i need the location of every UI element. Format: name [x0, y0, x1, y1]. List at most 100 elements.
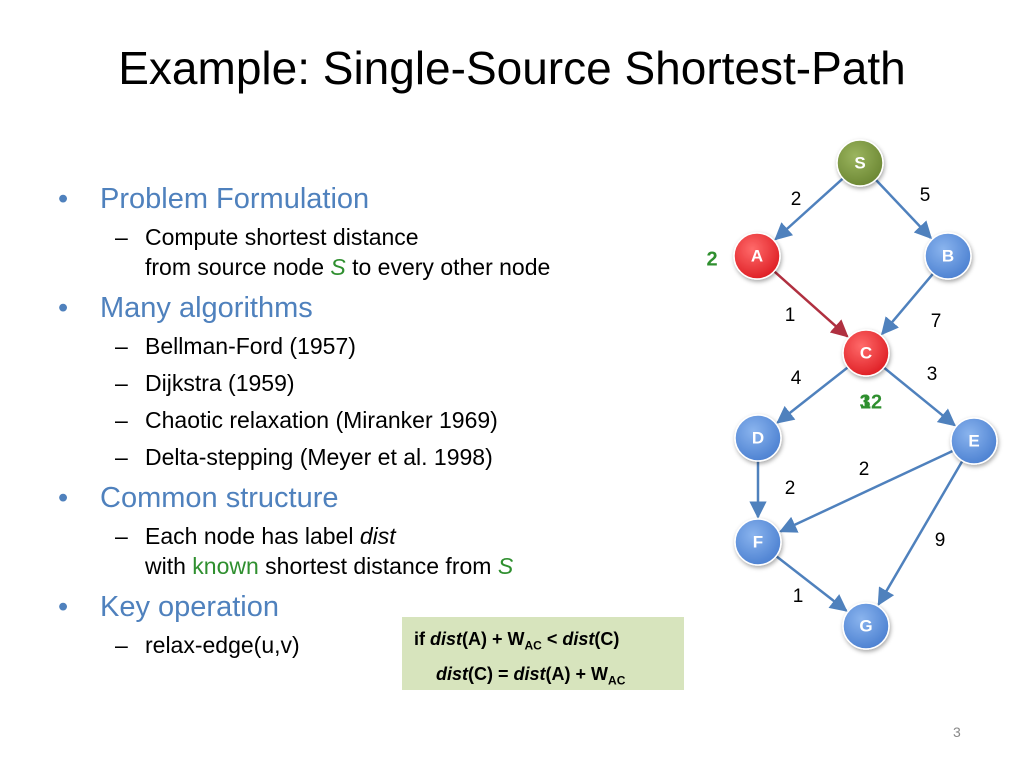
- bullet-many-algorithms: • Many algorithms: [58, 289, 678, 327]
- node-f[interactable]: F: [734, 518, 782, 566]
- sub-bullet-text: Chaotic relaxation (Miranker 1969): [145, 407, 498, 433]
- known-term: known: [192, 553, 259, 579]
- code-dist: dist: [562, 629, 595, 649]
- sub-bullet-text: Dijkstra (1959): [145, 370, 295, 396]
- edge-weight-a-c: 1: [785, 305, 796, 326]
- dist-label-a: 2: [706, 248, 717, 270]
- dist-label-c-overlap: 12: [860, 391, 882, 413]
- page-number: 3: [953, 724, 961, 740]
- bullet-text: Many algorithms: [100, 292, 313, 324]
- node-circle: [924, 232, 972, 280]
- dist-term: dist: [359, 523, 396, 549]
- code-text: (C): [594, 629, 620, 649]
- sub-bullet-text: Delta-stepping (Meyer et al. 1998): [145, 444, 493, 470]
- code-text: (C) =: [468, 663, 514, 684]
- bullet-problem-formulation: • Problem Formulation: [58, 180, 678, 218]
- node-label: F: [753, 532, 763, 551]
- sub-bullet-dash: –: [115, 370, 128, 396]
- sub-bullet-text: Bellman-Ford (1957): [145, 333, 356, 359]
- slide-title: Example: Single-Source Shortest-Path: [118, 42, 906, 94]
- relax-code-box: if dist(A) + WAC < dist(C) dist(C) = dis…: [402, 617, 684, 690]
- code-subscript: AC: [608, 673, 626, 688]
- sub-bullet-dash: –: [115, 523, 128, 549]
- edge-weight-c-e: 3: [927, 364, 938, 385]
- edge-weight-c-d: 4: [791, 368, 802, 389]
- node-g[interactable]: G: [842, 602, 890, 650]
- sub-bullet-dash: –: [115, 224, 128, 250]
- sub-bullet-text: shortest distance from: [258, 553, 498, 579]
- bullet-list: • Problem Formulation – Compute shortest…: [58, 180, 678, 667]
- edge-s-a: [774, 177, 844, 241]
- code-line-condition: if dist(A) + WAC < dist(C): [414, 625, 672, 660]
- node-circle: [734, 414, 782, 462]
- node-label: S: [854, 153, 865, 172]
- node-s[interactable]: S: [836, 139, 884, 187]
- edge-weight-f-g: 1: [793, 586, 804, 607]
- sub-bullet-text: with: [145, 553, 193, 579]
- sub-bullet-text: to every other node: [345, 254, 551, 280]
- sub-bullet-compute-shortest: – Compute shortest distance from source …: [58, 222, 678, 282]
- edge-b-c: [881, 272, 935, 336]
- sub-bullet-delta-stepping: – Delta-stepping (Meyer et al. 1998): [58, 442, 678, 472]
- sub-bullet-chaotic-relaxation: – Chaotic relaxation (Miranker 1969): [58, 405, 678, 435]
- bullet-key-operation: • Key operation: [58, 588, 678, 626]
- sub-bullet-relax-edge: – relax-edge(u,v): [58, 630, 678, 660]
- code-line-assign: dist(C) = dist(A) + WAC: [414, 660, 672, 695]
- sub-bullet-dash: –: [115, 444, 128, 470]
- sub-bullet-node-label: – Each node has label dist with known sh…: [58, 521, 678, 581]
- node-label: E: [968, 431, 979, 450]
- edge-weight-s-a: 2: [791, 189, 802, 210]
- sub-bullet-text: Compute shortest distance: [145, 224, 419, 250]
- node-circle: [836, 139, 884, 187]
- bullet-dot: •: [58, 183, 69, 215]
- bullet-dot: •: [58, 482, 69, 514]
- sub-bullet-dash: –: [115, 632, 128, 658]
- code-subscript: AC: [524, 638, 542, 653]
- edge-f-g: [775, 555, 848, 612]
- edge-weight-b-c: 7: [931, 311, 942, 332]
- edge-c-d: [776, 366, 849, 424]
- code-text: (A) + W: [462, 629, 525, 649]
- sub-bullet-text: from source node: [145, 254, 331, 280]
- node-label: C: [860, 343, 872, 362]
- code-text: (A) + W: [545, 663, 609, 684]
- node-e[interactable]: E: [950, 417, 998, 465]
- node-label: D: [752, 428, 764, 447]
- bullet-text: Problem Formulation: [100, 183, 370, 215]
- edge-weight-d-f: 2: [785, 478, 796, 499]
- edge-a-c: [773, 270, 849, 338]
- edge-weight-s-b: 5: [920, 185, 931, 206]
- node-circle: [734, 518, 782, 566]
- node-label: G: [859, 616, 872, 635]
- code-dist: dist: [513, 663, 546, 684]
- edge-c-e: [883, 366, 956, 427]
- sub-bullet-dijkstra: – Dijkstra (1959): [58, 368, 678, 398]
- node-d[interactable]: D: [734, 414, 782, 462]
- sub-bullet-bellman-ford: – Bellman-Ford (1957): [58, 331, 678, 361]
- edge-weight-e-g: 9: [935, 530, 946, 551]
- node-label: A: [751, 246, 763, 265]
- source-node-symbol: S: [330, 254, 346, 280]
- node-a[interactable]: A: [733, 232, 781, 280]
- code-dist: dist: [436, 663, 469, 684]
- bullet-text: Common structure: [100, 482, 339, 514]
- bullet-dot: •: [58, 292, 69, 324]
- node-circle: [950, 417, 998, 465]
- sub-bullet-dash: –: [115, 407, 128, 433]
- edge-e-g: [877, 460, 964, 606]
- node-label: B: [942, 246, 954, 265]
- dist-label-c: 3: [859, 391, 870, 413]
- node-circle: [842, 602, 890, 650]
- source-node-symbol: S: [497, 553, 514, 579]
- node-c[interactable]: C: [842, 329, 890, 377]
- node-circle: [842, 329, 890, 377]
- sub-bullet-dash: –: [115, 333, 128, 359]
- sub-bullet-text: Each node has label: [145, 523, 360, 549]
- bullet-dot: •: [58, 591, 69, 623]
- node-b[interactable]: B: [924, 232, 972, 280]
- bullet-text: Key operation: [100, 591, 279, 623]
- edge-s-b: [874, 178, 933, 240]
- node-circle: [733, 232, 781, 280]
- edge-e-f: [779, 449, 954, 533]
